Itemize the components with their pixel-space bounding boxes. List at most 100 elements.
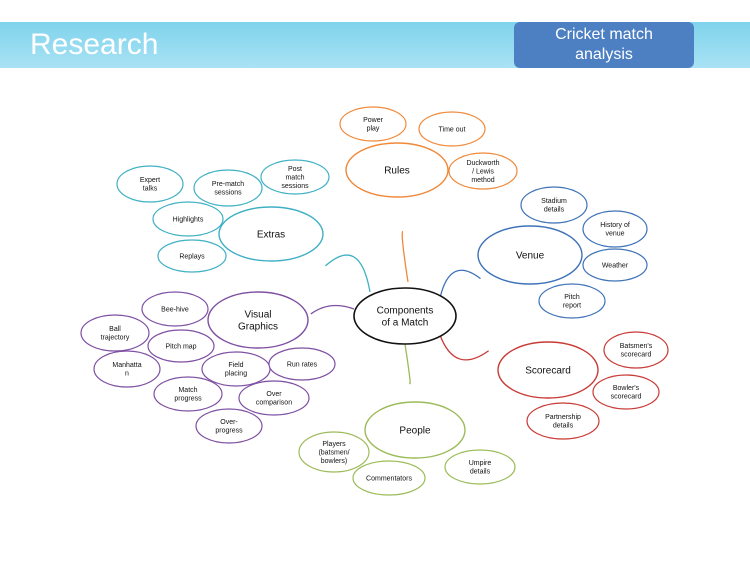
subtopic-bubble-venue-2	[582, 248, 648, 282]
branch-label-graphics-line: Graphics	[238, 322, 278, 333]
subtopic-label-rules-1-line: Time out	[439, 126, 466, 133]
subtopic-bubble-graphics-6	[153, 376, 223, 412]
subtopic-label-graphics-6-line: Match	[178, 387, 197, 394]
subtopic-bubble-extras-1	[193, 169, 263, 207]
branch-label-rules-line: Rules	[384, 166, 410, 177]
subtopic-label-extras-4-line: Replays	[179, 253, 205, 260]
branch-label-people: People	[399, 426, 431, 437]
page-title: Research	[30, 28, 159, 61]
subtopic-bubble-people-1	[352, 460, 426, 496]
subtopic-label-venue-2: Weather	[602, 262, 629, 269]
subtopic-label-graphics-8-line: progress	[215, 428, 243, 435]
subtopic-bubble-people-0	[298, 431, 370, 473]
subtopic-bubble-extras-4	[157, 239, 227, 273]
subtopic-label-rules-1: Time out	[439, 126, 466, 133]
subtopic-label-scorecard-1-line: scorecard	[611, 394, 642, 401]
subtopic-label-rules-0-line: play	[367, 126, 380, 133]
subtopic-bubble-rules-0	[339, 106, 407, 142]
branch-bubble-extras	[218, 206, 324, 262]
subtopic-label-venue-0: Stadium details	[541, 198, 567, 214]
branch-label-scorecard-line: Scorecard	[525, 366, 571, 377]
subtopic-label-rules-0: Power play	[363, 117, 384, 133]
subtopic-label-venue-1-line: venue	[605, 231, 624, 238]
subtopic-label-graphics-5-line: Run rates	[287, 361, 318, 368]
subtopic-label-graphics-6: Match progress	[174, 387, 202, 403]
branch-bubble-graphics	[207, 291, 309, 349]
subtopic-label-graphics-0: Bee-hive	[161, 306, 189, 313]
subtopic-label-extras-2-line: sessions	[281, 183, 309, 190]
subtopic-label-rules-2-line: / Lewis	[472, 168, 494, 175]
subtopic-bubble-venue-3	[538, 283, 606, 319]
subtopic-label-people-2-line: Umpire	[469, 460, 492, 467]
subtopic-label-extras-2-line: match	[285, 174, 304, 181]
subtopic-label-people-0-line: bowlers)	[321, 458, 347, 465]
subtopic-label-graphics-1-line: trajectory	[101, 335, 130, 342]
subtopic-label-people-1-line: Commentators	[366, 475, 412, 482]
subtopic-label-extras-3-line: Highlights	[173, 216, 204, 223]
subtopic-bubble-graphics-2	[147, 329, 215, 363]
connector-people	[404, 343, 411, 385]
badge-line-1: Cricket match	[555, 26, 653, 43]
subtopic-label-graphics-4-line: placing	[225, 371, 247, 378]
subtopic-label-graphics-7-line: Over	[266, 391, 282, 398]
subtopic-bubble-rules-2	[448, 152, 518, 190]
subtopic-label-venue-0-line: Stadium	[541, 198, 567, 205]
subtopic-label-graphics-7-line: comparison	[256, 400, 292, 407]
subtopic-label-scorecard-2-line: Partnership	[545, 414, 581, 421]
central-node-label-line: of a Match	[382, 318, 429, 329]
subtopic-bubble-rules-1	[418, 111, 486, 147]
subtopic-bubble-venue-0	[520, 186, 588, 224]
branch-label-graphics-line: Visual	[244, 310, 271, 321]
subtopic-label-graphics-3-line: n	[125, 371, 129, 378]
branch-bubble-people	[364, 401, 466, 459]
badge-line-2: analysis	[575, 46, 633, 63]
subtopic-label-venue-1-line: History of	[600, 222, 630, 229]
subtopic-label-graphics-8: Over-progress	[215, 419, 243, 435]
subtopic-label-venue-2-line: Weather	[602, 262, 629, 269]
subtopic-label-venue-0-line: details	[544, 207, 565, 214]
subtopic-label-extras-2-line: Post	[288, 166, 302, 173]
subtopic-label-rules-2-line: method	[471, 177, 494, 184]
connector-scorecard	[439, 334, 489, 361]
subtopic-bubble-graphics-3	[93, 350, 161, 388]
subtopic-bubble-people-2	[444, 449, 516, 485]
branch-bubble-rules	[345, 142, 449, 198]
subtopic-label-graphics-6-line: progress	[174, 396, 202, 403]
subtopic-bubble-scorecard-2	[526, 402, 600, 440]
connector-graphics	[310, 304, 355, 315]
branch-label-extras-line: Extras	[257, 230, 285, 241]
subtopic-bubble-extras-3	[152, 201, 224, 237]
subtopic-bubble-graphics-5	[268, 347, 336, 381]
subtopic-bubble-extras-0	[116, 165, 184, 203]
subtopic-label-graphics-8-line: Over-	[220, 419, 238, 426]
subtopic-label-extras-1: Pre-match sessions	[212, 181, 244, 197]
subtopic-label-graphics-7: Over comparison	[256, 391, 292, 407]
subtopic-label-scorecard-0-line: scorecard	[621, 352, 652, 359]
subtopic-label-extras-1-line: sessions	[214, 190, 242, 197]
subtopic-label-people-1: Commentators	[366, 475, 412, 482]
subtopic-label-venue-3-line: Pitch	[564, 294, 580, 301]
subtopic-label-people-0: Players(batsmen/bowlers)	[318, 441, 349, 465]
subtopic-label-rules-0-line: Power	[363, 117, 384, 124]
branch-label-people-line: People	[399, 426, 431, 437]
subtopic-label-extras-1-line: Pre-match	[212, 181, 244, 188]
subtopic-label-extras-4: Replays	[179, 253, 205, 260]
branch-label-scorecard: Scorecard	[525, 366, 571, 377]
subtopic-label-graphics-2-line: Pitch map	[165, 343, 196, 350]
branch-label-venue-line: Venue	[516, 251, 545, 262]
branch-bubble-scorecard	[497, 341, 599, 399]
subtopic-label-extras-3: Highlights	[173, 216, 204, 223]
branch-label-venue: Venue	[516, 251, 545, 262]
subtopic-label-scorecard-0-line: Batsmen's	[620, 343, 653, 350]
